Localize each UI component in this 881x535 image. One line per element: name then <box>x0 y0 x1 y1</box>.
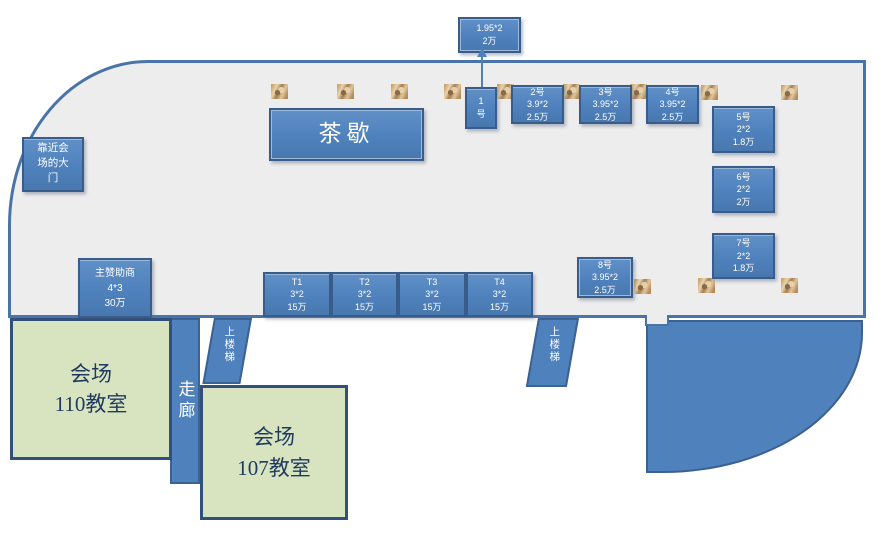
stairs-up-left: 上楼梯 <box>202 318 252 384</box>
quarter-round-wall <box>646 320 863 473</box>
pillar-icon <box>337 84 354 99</box>
room-line: 会场 <box>70 361 112 386</box>
booth-1-price-callout: 1.95*2 2万 <box>458 17 521 53</box>
gate-line: 门 <box>47 172 59 184</box>
booth-size: 3*2 <box>290 289 304 300</box>
pillar-icon <box>563 84 580 99</box>
booth-price: 2.5万 <box>526 111 549 122</box>
booth-price: 2.5万 <box>594 111 617 122</box>
booth-number: 8号 <box>597 259 612 270</box>
booth-size: 2*2 <box>736 250 751 261</box>
entrance-gate-label: 靠近会 场的大 门 <box>22 137 84 192</box>
booth-number: 7号 <box>736 238 751 249</box>
booth-number: 3号 <box>598 86 613 97</box>
booth-price: 2.5万 <box>661 111 684 122</box>
callout-price: 2万 <box>482 36 497 46</box>
booth-label: 号 <box>476 109 486 119</box>
door-notch <box>645 315 669 326</box>
stairs-up-right: 上楼梯 <box>525 318 579 387</box>
booth-size: 3*2 <box>425 289 439 300</box>
booth-price: 2.5万 <box>594 284 616 295</box>
stairs-label: 上楼梯 <box>548 326 560 364</box>
corridor: 走廊 <box>170 318 200 484</box>
corridor-label: 走廊 <box>175 380 195 422</box>
booth-price: 2万 <box>736 196 751 207</box>
booth-t1: T1 3*2 15万 <box>263 272 331 317</box>
callout-size: 1.95*2 <box>476 23 503 34</box>
booth-4: 4号 3.95*2 2.5万 <box>646 85 699 124</box>
pillar-icon <box>444 84 461 99</box>
stairs-label: 上楼梯 <box>222 326 234 364</box>
booth-price: 15万 <box>422 301 442 312</box>
booth-number: T4 <box>494 276 505 287</box>
booth-size: 3*2 <box>492 289 507 300</box>
pillar-icon <box>698 278 715 293</box>
booth-8: 8号 3.95*2 2.5万 <box>577 257 633 298</box>
gate-line: 靠近会 <box>37 143 69 155</box>
pillar-icon <box>781 278 798 293</box>
room-line: 107教室 <box>237 455 311 480</box>
room-107: 会场 107教室 <box>200 385 348 520</box>
booth-1: 1 号 <box>465 87 497 129</box>
booth-number: 2号 <box>530 86 545 97</box>
gate-line: 场的大 <box>37 158 69 170</box>
room-line: 110教室 <box>54 392 128 416</box>
booth-5: 5号 2*2 1.8万 <box>712 106 775 153</box>
booth-number: 6号 <box>736 171 751 182</box>
room-110: 会场 110教室 <box>10 318 172 460</box>
booth-size: 2*2 <box>736 184 751 195</box>
booth-3: 3号 3.95*2 2.5万 <box>579 85 632 124</box>
pillar-icon <box>634 279 651 294</box>
booth-number: T2 <box>359 276 370 287</box>
room-line: 会场 <box>253 425 295 450</box>
booth-label: 1 <box>478 96 484 107</box>
booth-price: 15万 <box>287 301 307 312</box>
booth-6: 6号 2*2 2万 <box>712 166 775 213</box>
pillar-icon <box>701 85 718 100</box>
booth-t4: T4 3*2 15万 <box>466 272 533 317</box>
booth-size: 3.95*2 <box>659 99 686 110</box>
booth-number: T1 <box>291 276 303 287</box>
sponsor-size: 4*3 <box>107 282 123 294</box>
booth-price: 1.8万 <box>732 263 755 274</box>
booth-t2: T2 3*2 15万 <box>331 272 398 317</box>
booth-size: 3*2 <box>357 289 372 300</box>
booth-7: 7号 2*2 1.8万 <box>712 233 775 279</box>
booth-price: 15万 <box>354 301 374 312</box>
pillar-icon <box>391 84 408 99</box>
pillar-icon <box>497 84 514 99</box>
callout-arrow-line <box>481 56 483 87</box>
sponsor-price: 30万 <box>104 297 126 309</box>
tea-break-area: 茶歇 <box>269 108 424 161</box>
pillar-icon <box>271 84 288 99</box>
callout-arrow-head-icon <box>477 48 487 57</box>
pillar-icon <box>781 85 798 100</box>
booth-price: 15万 <box>489 301 509 312</box>
booth-number: 4号 <box>665 86 680 97</box>
booth-t3: T3 3*2 15万 <box>398 272 466 317</box>
booth-size: 3.95*2 <box>591 272 619 283</box>
pillar-icon <box>630 84 647 99</box>
sponsor-name: 主赞助商 <box>95 267 135 279</box>
booth-number: T3 <box>426 276 438 287</box>
booth-price: 1.8万 <box>732 136 755 147</box>
booth-2: 2号 3.9*2 2.5万 <box>511 85 564 124</box>
booth-size: 3.9*2 <box>526 99 549 110</box>
booth-size: 2*2 <box>736 124 751 135</box>
main-sponsor-booth: 主赞助商 4*3 30万 <box>78 258 152 318</box>
booth-number: 5号 <box>736 111 751 122</box>
booth-size: 3.95*2 <box>592 99 619 110</box>
tea-break-label: 茶歇 <box>318 121 375 147</box>
